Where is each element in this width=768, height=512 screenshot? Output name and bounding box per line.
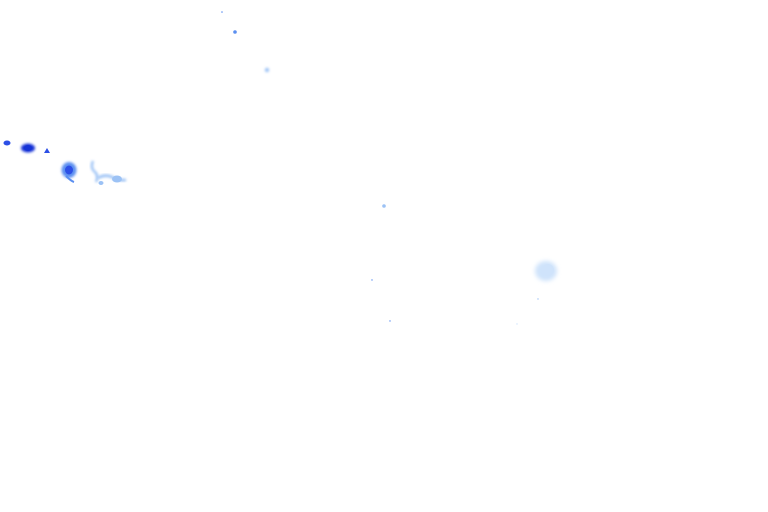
radar-echo-cell-2-core xyxy=(24,145,32,151)
radar-echo-dot-1 xyxy=(221,11,223,13)
radar-echo-cell-3 xyxy=(44,148,50,153)
radar-echo-cell-7-core xyxy=(542,264,554,276)
radar-echo-dot-3 xyxy=(264,67,270,73)
radar-echo-cell-1 xyxy=(3,140,11,146)
radar-echo-dot-7 xyxy=(537,298,539,300)
radar-echo-streak-2 xyxy=(90,160,99,183)
radar-echo-cell-5 xyxy=(112,175,122,183)
radar-echo-dot-5 xyxy=(371,279,373,281)
radar-echo-cell-4-core xyxy=(65,165,73,175)
radar-echo-cell-6 xyxy=(98,181,104,185)
radar-echo-dot-4 xyxy=(382,204,386,208)
radar-echo-dot-8 xyxy=(516,323,518,325)
radar-echo-streak-1 xyxy=(65,175,75,183)
radar-echo-dot-2 xyxy=(233,30,237,34)
radar-echo-dot-6 xyxy=(389,320,391,322)
